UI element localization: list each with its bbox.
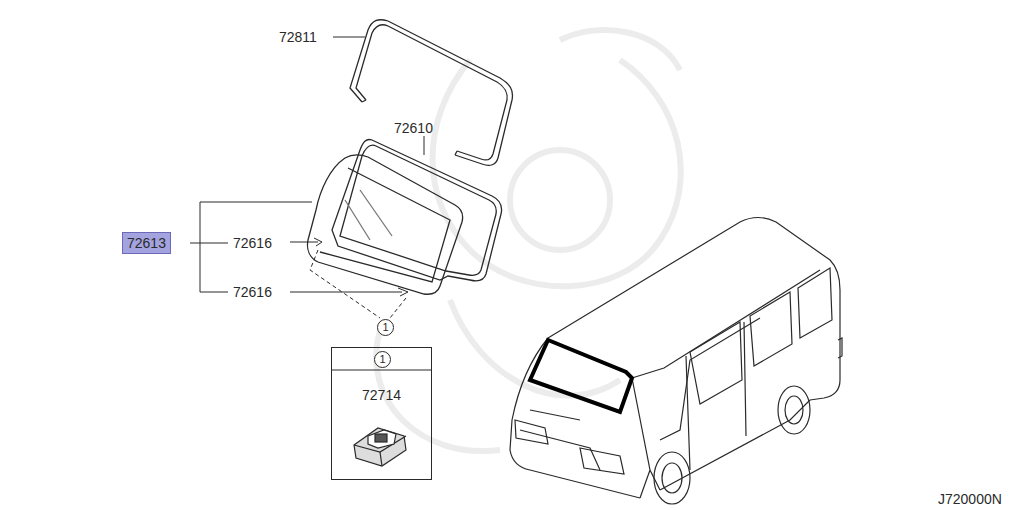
frame-72811	[350, 20, 513, 166]
glass-72613	[307, 155, 462, 294]
bracket-leaders	[190, 202, 408, 296]
clip-72714	[354, 428, 406, 466]
highlighted-part-box: 72613	[122, 232, 171, 254]
molding-72610	[332, 139, 502, 280]
diagram-code: J720000N	[938, 491, 1002, 507]
inset-divider	[331, 370, 431, 371]
van-illustration	[510, 218, 842, 505]
part-number: 72714	[332, 387, 431, 403]
callout-number: 1	[382, 321, 388, 333]
callout-number: 1	[379, 353, 385, 365]
leader-line	[333, 37, 365, 38]
watermark	[376, 30, 681, 451]
part-number: 72616	[233, 235, 272, 251]
callout-circle: 1	[374, 351, 391, 368]
callout-circle: 1	[377, 319, 394, 336]
part-number: 72613	[127, 235, 166, 251]
part-number: 72811	[279, 29, 317, 45]
windshield-highlight	[530, 340, 632, 412]
dashed-leader	[310, 250, 406, 318]
part-number: 72610	[394, 120, 433, 136]
part-number: 72616	[233, 284, 272, 300]
inset-box: 72714 1	[331, 347, 432, 480]
leader-line	[424, 136, 425, 155]
